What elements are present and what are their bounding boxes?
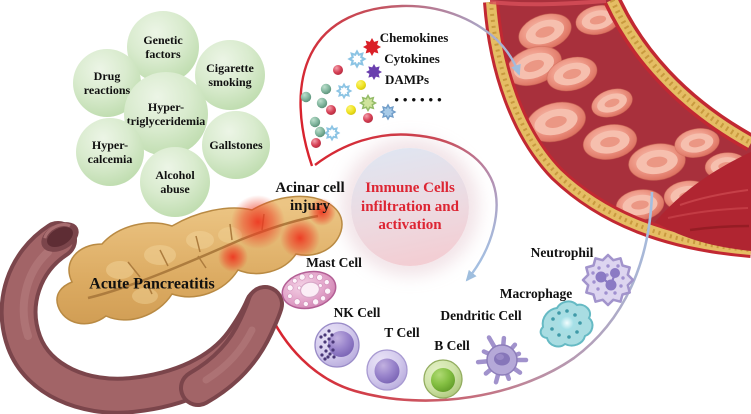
flow-arrows [265, 4, 654, 402]
neutrophil-label: Neutrophil [530, 244, 594, 260]
acute-pancreatitis-label: Acute Pancreatitis [89, 275, 215, 293]
mediator-label-cytokines: Cytokines [384, 51, 440, 67]
macrophage-icon [539, 300, 594, 348]
spiky-green-icon [361, 96, 376, 111]
immune-center-circle: Immune Cells infiltration and activation [351, 148, 469, 266]
dendritic-cell-icon [475, 335, 529, 385]
mediator-dot [316, 97, 328, 109]
mediator-dot [314, 126, 326, 138]
mediator-dot [311, 138, 321, 148]
risk-factor-circle-genetic-factors: Genetic factors [127, 11, 199, 83]
neutrophil-icon [581, 253, 635, 307]
duodenum-opening [41, 222, 79, 252]
mediator-dot [333, 65, 343, 75]
mediator-dots [300, 38, 395, 148]
mediator-dot [320, 83, 332, 95]
mediator-dot [356, 80, 366, 90]
vessel-outer-wall [655, 152, 751, 251]
immune-cells-to-pancreas-arrow [265, 191, 654, 402]
vessel-wall-near [483, 1, 751, 258]
damp-burst-icon [350, 52, 365, 67]
nk-cell-label: NK Cell [333, 304, 381, 320]
risk-factor-circle-hypercalcemia: Hyper- calcemia [76, 118, 144, 186]
immune-cell-icons [281, 253, 635, 399]
duodenum-front-arm [179, 285, 284, 407]
mediators-to-vessel-arrow [299, 4, 521, 167]
mast-cell-icon [281, 270, 337, 310]
spiky-blue-icon [381, 105, 395, 119]
inflammation-patches [218, 195, 336, 272]
b-cell-label: B Cell [434, 337, 470, 353]
risk-factor-circle-gallstones: Gallstones [202, 111, 270, 179]
chemokine-burst-icon [363, 38, 381, 56]
vessel-wall-far [603, 0, 751, 151]
acinar-cell-injury-label: Acinar cell injury [275, 180, 345, 214]
t-cell-label: T Cell [384, 324, 420, 340]
nk-cell-icon [314, 322, 360, 368]
mediator-ellipsis: •••••• [394, 92, 446, 108]
t-cell-icon [366, 349, 408, 391]
immune-center-label: Immune Cells infiltration and activation [361, 179, 459, 234]
dendritic-cell-label: Dendritic Cell [440, 307, 522, 323]
spiky-outline-icon [326, 127, 339, 140]
mediator-label-chemokines: Chemokines [379, 30, 449, 46]
activation-to-immune-cells-arrow [314, 133, 498, 282]
vessel-cut-rim [489, 0, 607, 7]
mediator-label-damps: DAMPs [384, 72, 430, 88]
mediator-dot [346, 105, 356, 115]
mediator-dot [326, 105, 336, 115]
macrophage-label: Macrophage [499, 285, 573, 301]
mediator-dot [363, 113, 373, 123]
risk-factor-circle-alcohol-abuse: Alcohol abuse [140, 147, 210, 217]
risk-factor-circle-cigarette-smoking: Cigarette smoking [195, 40, 265, 110]
cytokine-burst-icon [366, 64, 382, 80]
mast-cell-label: Mast Cell [306, 254, 362, 270]
blood-vessel-illustration [483, 0, 751, 258]
b-cell-icon [423, 359, 463, 399]
mediator-dot [309, 116, 321, 128]
pancreas [56, 195, 343, 325]
spiky-outline-icon [338, 85, 351, 98]
mediator-dot [300, 91, 312, 103]
